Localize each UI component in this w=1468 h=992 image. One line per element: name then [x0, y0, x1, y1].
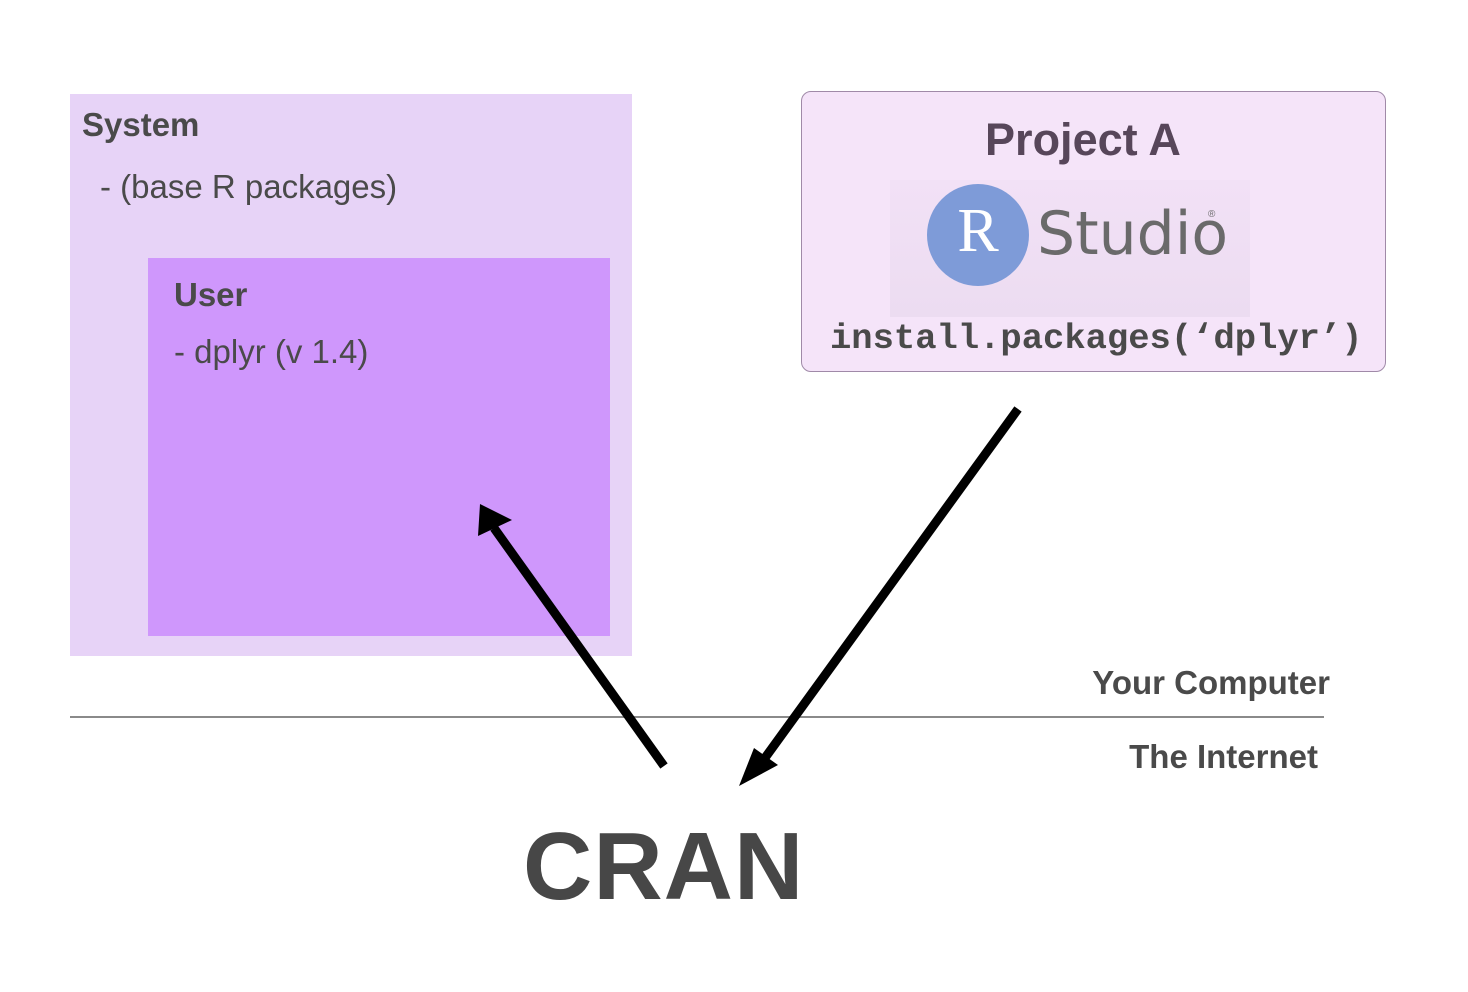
- region-label-your-computer: Your Computer: [1092, 664, 1330, 701]
- r-logo-circle-icon: [927, 184, 1029, 286]
- system-library-item: - (base R packages): [100, 168, 398, 205]
- user-library-item: - dplyr (v 1.4): [174, 333, 369, 370]
- registered-mark: ®: [1208, 209, 1216, 220]
- rstudio-logo-wordmark: Studio: [1037, 199, 1229, 269]
- region-label-the-internet: The Internet: [1129, 738, 1318, 775]
- arrow-project-to-cran: [739, 406, 1022, 786]
- project-title: Project A: [985, 114, 1181, 165]
- system-library-title: System: [82, 106, 200, 143]
- arrow-project-to-cran-shaft: [758, 406, 1022, 765]
- user-library-title: User: [174, 276, 248, 313]
- r-logo-letter: R: [957, 197, 999, 265]
- arrow-project-to-cran-head: [739, 748, 778, 786]
- computer-internet-divider: [70, 716, 1324, 718]
- install-command: install.packages(‘dplyr’): [830, 318, 1363, 359]
- cran-label: CRAN: [523, 813, 805, 920]
- user-library-box: [148, 258, 610, 636]
